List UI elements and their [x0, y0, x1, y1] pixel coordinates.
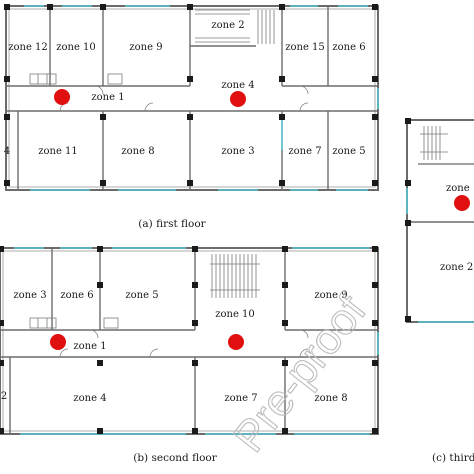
zone-label: zone 8: [314, 393, 347, 404]
zone-label: zone 10: [56, 42, 96, 53]
second-doors: [59, 329, 309, 358]
sensor-marker: [230, 91, 246, 107]
zone-label: zone 9: [129, 42, 162, 53]
zone-label: zone 10: [215, 309, 255, 320]
zone-label: zone 9: [314, 290, 347, 301]
first-pillars: [4, 4, 378, 186]
zone-label: zone 7: [288, 146, 321, 157]
zone-label: zone 4: [73, 393, 106, 404]
first-staircase: [195, 9, 275, 44]
caption-second-floor: (b) second floor: [133, 452, 218, 464]
first-windows: [24, 5, 379, 191]
caption-third-floor: (c) third: [432, 452, 474, 464]
zone-label: zone 2: [440, 262, 473, 273]
zone-label: zone 2: [211, 20, 244, 31]
third-pillars: [405, 118, 411, 322]
zone-label: zone 3: [221, 146, 254, 157]
zone-label: zone 12: [8, 42, 48, 53]
third-floor-plan: zone zone 2: [405, 118, 474, 323]
second-floor-inner-wall-line: [2, 250, 376, 432]
sensor-marker: [54, 89, 70, 105]
first-fixtures: [29, 73, 123, 85]
zone-label: zone 8: [121, 146, 154, 157]
zone-label: zone 5: [125, 290, 158, 301]
sensor-marker: [50, 334, 66, 350]
second-floor-plan: zone 3 zone 6 zone 5 zone 9 zone 10 zone…: [0, 246, 379, 435]
zone-label: 4: [4, 146, 10, 157]
second-fixtures: [29, 317, 119, 329]
zone-label: zone 11: [38, 146, 78, 157]
zone-label: zone 1: [91, 92, 124, 103]
first-floor-plan: zone 12 zone 10 zone 9 zone 2 zone 15 zo…: [4, 4, 379, 191]
third-windows: [406, 188, 474, 323]
third-floor-outer-wall: [406, 119, 474, 323]
zone-label: zone 6: [60, 290, 93, 301]
zone-label: zone 6: [332, 42, 365, 53]
zone-label: 2: [1, 391, 7, 402]
zone-label: zone 1: [73, 341, 106, 352]
third-staircase: [420, 126, 448, 160]
sensor-marker: [228, 334, 244, 350]
caption-first-floor: (a) first floor: [138, 218, 206, 230]
zone-label: zone 4: [221, 80, 254, 91]
zone-label: zone 7: [224, 393, 257, 404]
sensor-marker: [454, 195, 470, 211]
zone-label: zone 15: [285, 42, 325, 53]
second-pillars: [0, 246, 378, 434]
second-staircase: [210, 254, 260, 298]
zone-label: zone: [446, 183, 470, 194]
first-doors: [59, 85, 309, 112]
zone-label: zone 3: [13, 290, 46, 301]
zone-label: zone 5: [332, 146, 365, 157]
